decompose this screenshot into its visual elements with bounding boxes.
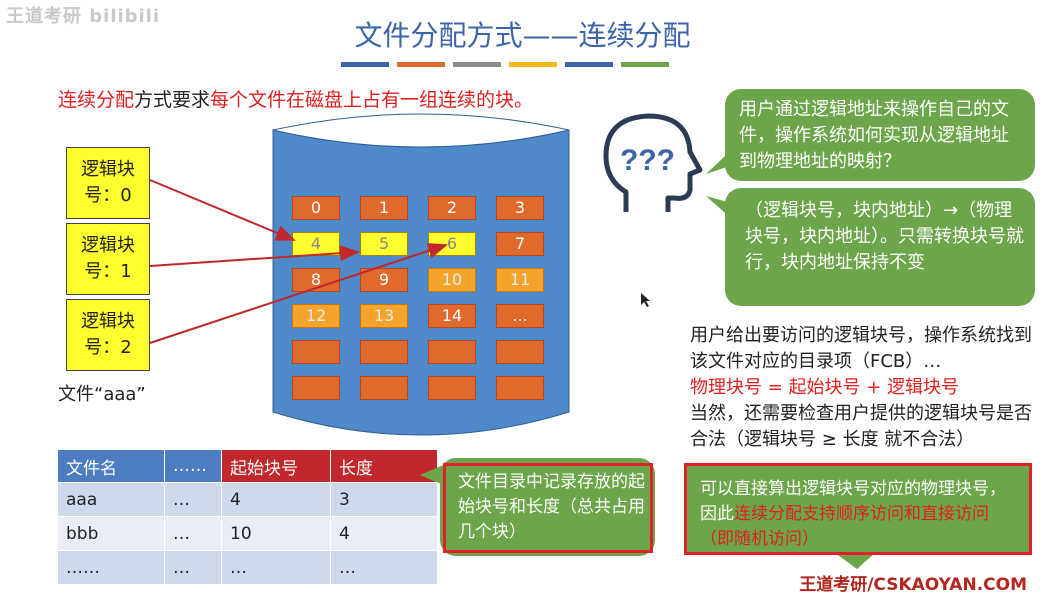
svg-text:???: ??? — [620, 144, 675, 177]
col-header-filename: 文件名 — [57, 449, 165, 483]
brand-footer: 王道考研/CSKAOYAN.COM — [799, 575, 1027, 595]
explanation-line2: 当然，还需要检查用户提供的逻辑块号是否合法（逻辑块号 ≥ 长度 就不合法） — [690, 403, 1032, 450]
intro-text: 连续分配方式要求每个文件在磁盘上占有一组连续的块。 — [58, 89, 534, 111]
cell: … — [164, 550, 222, 585]
cell: 3 — [330, 482, 438, 517]
cell: …… — [57, 550, 165, 585]
title-bar-orange — [397, 62, 445, 67]
mouse-cursor-icon — [641, 293, 650, 307]
title-bar-blue — [341, 62, 389, 67]
cell: … — [164, 516, 222, 551]
logical-block-0: 逻辑块号：0 — [66, 147, 150, 219]
cell: … — [221, 550, 331, 585]
table-callout-bubble: 文件目录中记录存放的起始块号和长度（总共占用几个块） — [440, 458, 655, 556]
disk-block-15: ... — [496, 304, 544, 328]
disk-block-10: 10 — [428, 268, 476, 292]
disk-cylinder — [272, 113, 570, 436]
cell: bbb — [57, 516, 165, 551]
disk-block-7: 7 — [496, 232, 544, 256]
table-callout-highlight — [443, 463, 653, 553]
logical-block-2: 逻辑块号：2 — [66, 299, 150, 371]
cell: 4 — [330, 516, 438, 551]
disk-block-1: 1 — [360, 196, 408, 220]
slide-title: 文件分配方式——连续分配 — [354, 19, 691, 52]
thinking-head-icon: ??? — [603, 113, 703, 212]
arrow-1-to-5 — [149, 245, 360, 267]
cell: … — [164, 482, 222, 517]
explanation-line1: 用户给出要访问的逻辑块号，操作系统找到该文件对应的目录项（FCB）… — [690, 325, 1032, 372]
disk-block-5: 5 — [360, 232, 408, 256]
access-mode-bubble-pointer — [835, 553, 875, 569]
answer-bubble: （逻辑块号，块内地址）→（物理块号，块内地址）。只需转换块号就行，块内地址保持不… — [725, 188, 1035, 306]
disk-block-0: 0 — [292, 196, 340, 220]
disk-block-21 — [360, 376, 408, 400]
table-row: aaa … 4 3 — [57, 482, 438, 517]
disk-block-19 — [496, 340, 544, 364]
disk-block-2: 2 — [428, 196, 476, 220]
cell: … — [330, 550, 438, 585]
col-header-length: 长度 — [330, 449, 438, 483]
disk-block-13: 13 — [360, 304, 408, 328]
disk-block-11: 11 — [496, 268, 544, 292]
col-header-ellipsis: …… — [164, 449, 222, 483]
disk-block-12: 12 — [292, 304, 340, 328]
logical-block-1: 逻辑块号：1 — [66, 223, 150, 295]
disk-block-3: 3 — [496, 196, 544, 220]
table-row: …… … … … — [57, 550, 438, 585]
file-directory-table: 文件名 …… 起始块号 长度 aaa … 4 3 bbb … 10 4 …… …… — [57, 449, 438, 585]
disk-block-20 — [292, 376, 340, 400]
access-mode-bubble: 可以直接算出逻辑块号对应的物理块号，因此连续分配支持顺序访问和直接访问（即随机访… — [684, 463, 1032, 555]
title-bar-gray — [453, 62, 501, 67]
disk-block-4: 4 — [292, 232, 340, 256]
col-header-start-block: 起始块号 — [221, 449, 331, 483]
file-label: 文件“aaa” — [58, 384, 146, 405]
disk-block-9: 9 — [360, 268, 408, 292]
question-bubble: 用户通过逻辑地址来操作自己的文件，操作系统如何实现从逻辑地址到物理地址的映射？ — [725, 89, 1035, 181]
cell: 10 — [221, 516, 331, 551]
watermark: 王道考研 bilibili — [6, 6, 161, 27]
cell: aaa — [57, 482, 165, 517]
title-bar-green — [621, 62, 669, 67]
disk-block-17 — [360, 340, 408, 364]
disk-block-18 — [428, 340, 476, 364]
disk-block-22 — [428, 376, 476, 400]
title-bar-blue2 — [565, 62, 613, 67]
access-mode-highlight — [684, 463, 1032, 555]
disk-block-14: 14 — [428, 304, 476, 328]
cell: 4 — [221, 482, 331, 517]
table-row: bbb … 10 4 — [57, 516, 438, 551]
address-translation-text: 用户给出要访问的逻辑块号，操作系统找到该文件对应的目录项（FCB）… 物理块号 … — [690, 323, 1045, 453]
title-bar-yellow — [509, 62, 557, 67]
arrow-0-to-4 — [149, 179, 296, 241]
arrow-2-to-6 — [149, 243, 448, 344]
formula: 物理块号 = 起始块号 + 逻辑块号 — [690, 377, 960, 398]
disk-block-16 — [292, 340, 340, 364]
disk-block-23 — [496, 376, 544, 400]
